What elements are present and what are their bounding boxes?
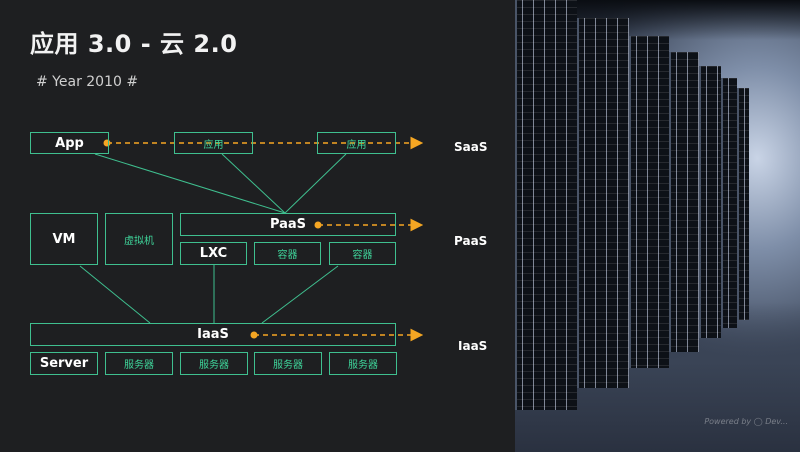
iaas-box: IaaS: [30, 323, 396, 346]
server-box: Server: [30, 352, 98, 375]
server-rack: [515, 0, 577, 410]
saas-layer-label: SaaS: [454, 140, 488, 154]
slide-subtitle: # Year 2010 #: [36, 74, 139, 90]
paas-arrow-dot: [314, 221, 322, 229]
link-iaas-container: [261, 265, 339, 324]
server-rack: [737, 88, 749, 320]
lxc-box: LXC: [180, 242, 247, 265]
slide-title: 应用 3.0 - 云 2.0: [30, 30, 238, 58]
datacenter-photo: Powered by ◯ Dev...: [515, 0, 800, 452]
server-rack: [721, 78, 737, 328]
server-rack: [629, 36, 669, 368]
paas-box: PaaS: [180, 213, 396, 236]
server-rack: [669, 52, 699, 352]
container-box-1: 容器: [254, 242, 321, 265]
server-box-1: 服务器: [105, 352, 173, 375]
link-paas-app1: [221, 153, 286, 214]
server-box-4: 服务器: [329, 352, 397, 375]
iaas-layer-label: IaaS: [458, 339, 488, 353]
server-box-2: 服务器: [180, 352, 248, 375]
server-box-3: 服务器: [254, 352, 322, 375]
iaas-arrow-dot: [250, 331, 258, 339]
link-paas-app2: [284, 153, 347, 214]
link-iaas-vm: [79, 265, 151, 324]
virtual-machine-box: 虚拟机: [105, 213, 173, 265]
vm-box: VM: [30, 213, 98, 265]
paas-layer-label: PaaS: [454, 234, 488, 248]
app-box-2: 应用: [317, 132, 396, 154]
server-rack: [577, 18, 629, 388]
photo-watermark: Powered by ◯ Dev...: [704, 417, 788, 426]
diagram-pane: 应用 3.0 - 云 2.0 # Year 2010 #: [30, 30, 488, 375]
app-box: App: [30, 132, 109, 154]
container-box-2: 容器: [329, 242, 396, 265]
link-paas-app: [94, 153, 286, 214]
app-box-1: 应用: [174, 132, 253, 154]
server-rack: [699, 66, 721, 338]
